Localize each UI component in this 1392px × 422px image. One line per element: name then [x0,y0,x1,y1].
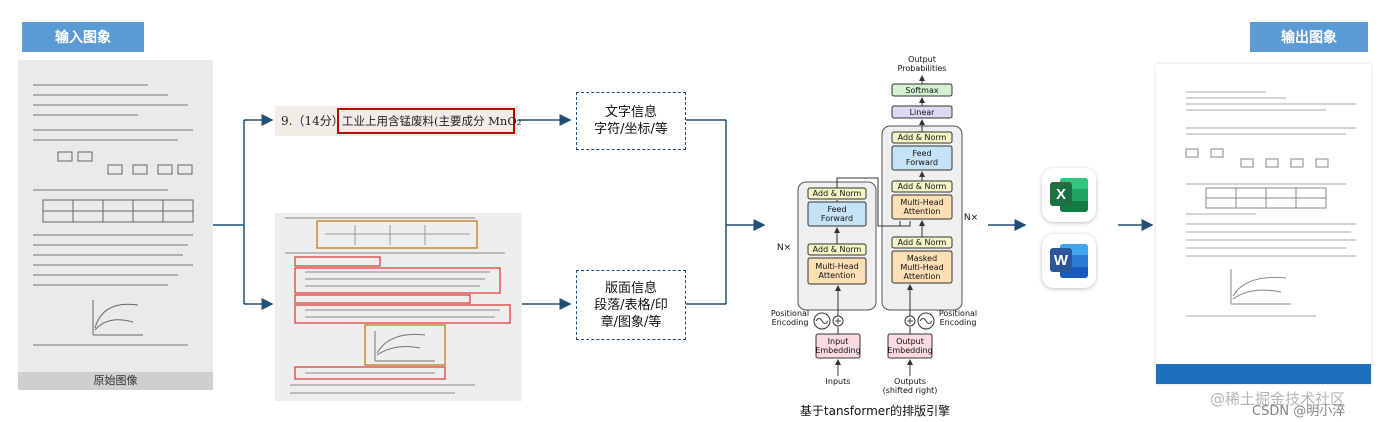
encoder-add-norm-1-text: Add & Norm [813,245,862,254]
input-image-label: 输入图象 [22,22,144,52]
decoder-add-norm-3-text: Add & Norm [898,133,947,142]
watermark-csdn: CSDN @明小淬 [1252,404,1346,419]
text-info-box: 文字信息 字符/坐标/等 [576,92,686,150]
encoder-nx-label: N× [777,243,791,253]
inputs-text: Inputs [826,377,851,386]
layout-info-line2: 段落/表格/印 [594,297,668,313]
layout-crop-image [275,213,522,401]
watermark: @稀土掘金技术社区 [1210,390,1346,408]
source-document-image: 原始图像 [18,60,213,390]
crop-highlighted-text: 工业上用含锰废料(主要成分 MnO₂ [342,114,522,128]
encoder-add-norm-2-text: Add & Norm [813,189,862,198]
crop-highlight-box: 工业上用含锰废料(主要成分 MnO₂ [337,108,521,134]
decoder-add-norm-1-text: Add & Norm [898,238,947,247]
decoder-nx-label: N× [964,213,978,223]
outputs-text: Outputs(shifted right) [883,377,938,395]
linear-text: Linear [910,108,936,117]
excel-app-icon[interactable]: X [1042,168,1096,222]
layout-info-box: 版面信息 段落/表格/印 章/图象/等 [576,270,686,340]
output-image-label: 输出图象 [1250,22,1368,52]
engine-caption: 基于tansformer的排版引擎 [799,404,951,418]
text-crop-image: 9.（14分） 工业上用含锰废料(主要成分 MnO₂ [275,106,521,136]
layout-info-line1: 版面信息 [604,280,657,296]
decoder-multi-head-attention [891,194,953,220]
softmax-text: Softmax [905,86,938,95]
decoder-add-norm-2-text: Add & Norm [898,182,947,191]
decoder-masked-attention [891,250,953,284]
output-document-bar [1156,364,1371,384]
source-document-content [33,84,194,346]
crop-question-number: 9.（14分） [281,114,344,128]
excel-icon: X [1050,182,1072,206]
encoder-multi-head-attention [807,257,867,285]
text-info-line1: 文字信息 [604,105,657,120]
layout-info-line3: 章/图象/等 [600,314,662,330]
word-icon: W [1050,248,1072,272]
word-app-icon[interactable]: W [1042,234,1096,288]
text-info-line2: 字符/坐标/等 [594,122,668,137]
output-document-image [1156,64,1371,384]
decoder-feed-forward [891,145,953,171]
source-caption: 原始图像 [18,372,213,390]
